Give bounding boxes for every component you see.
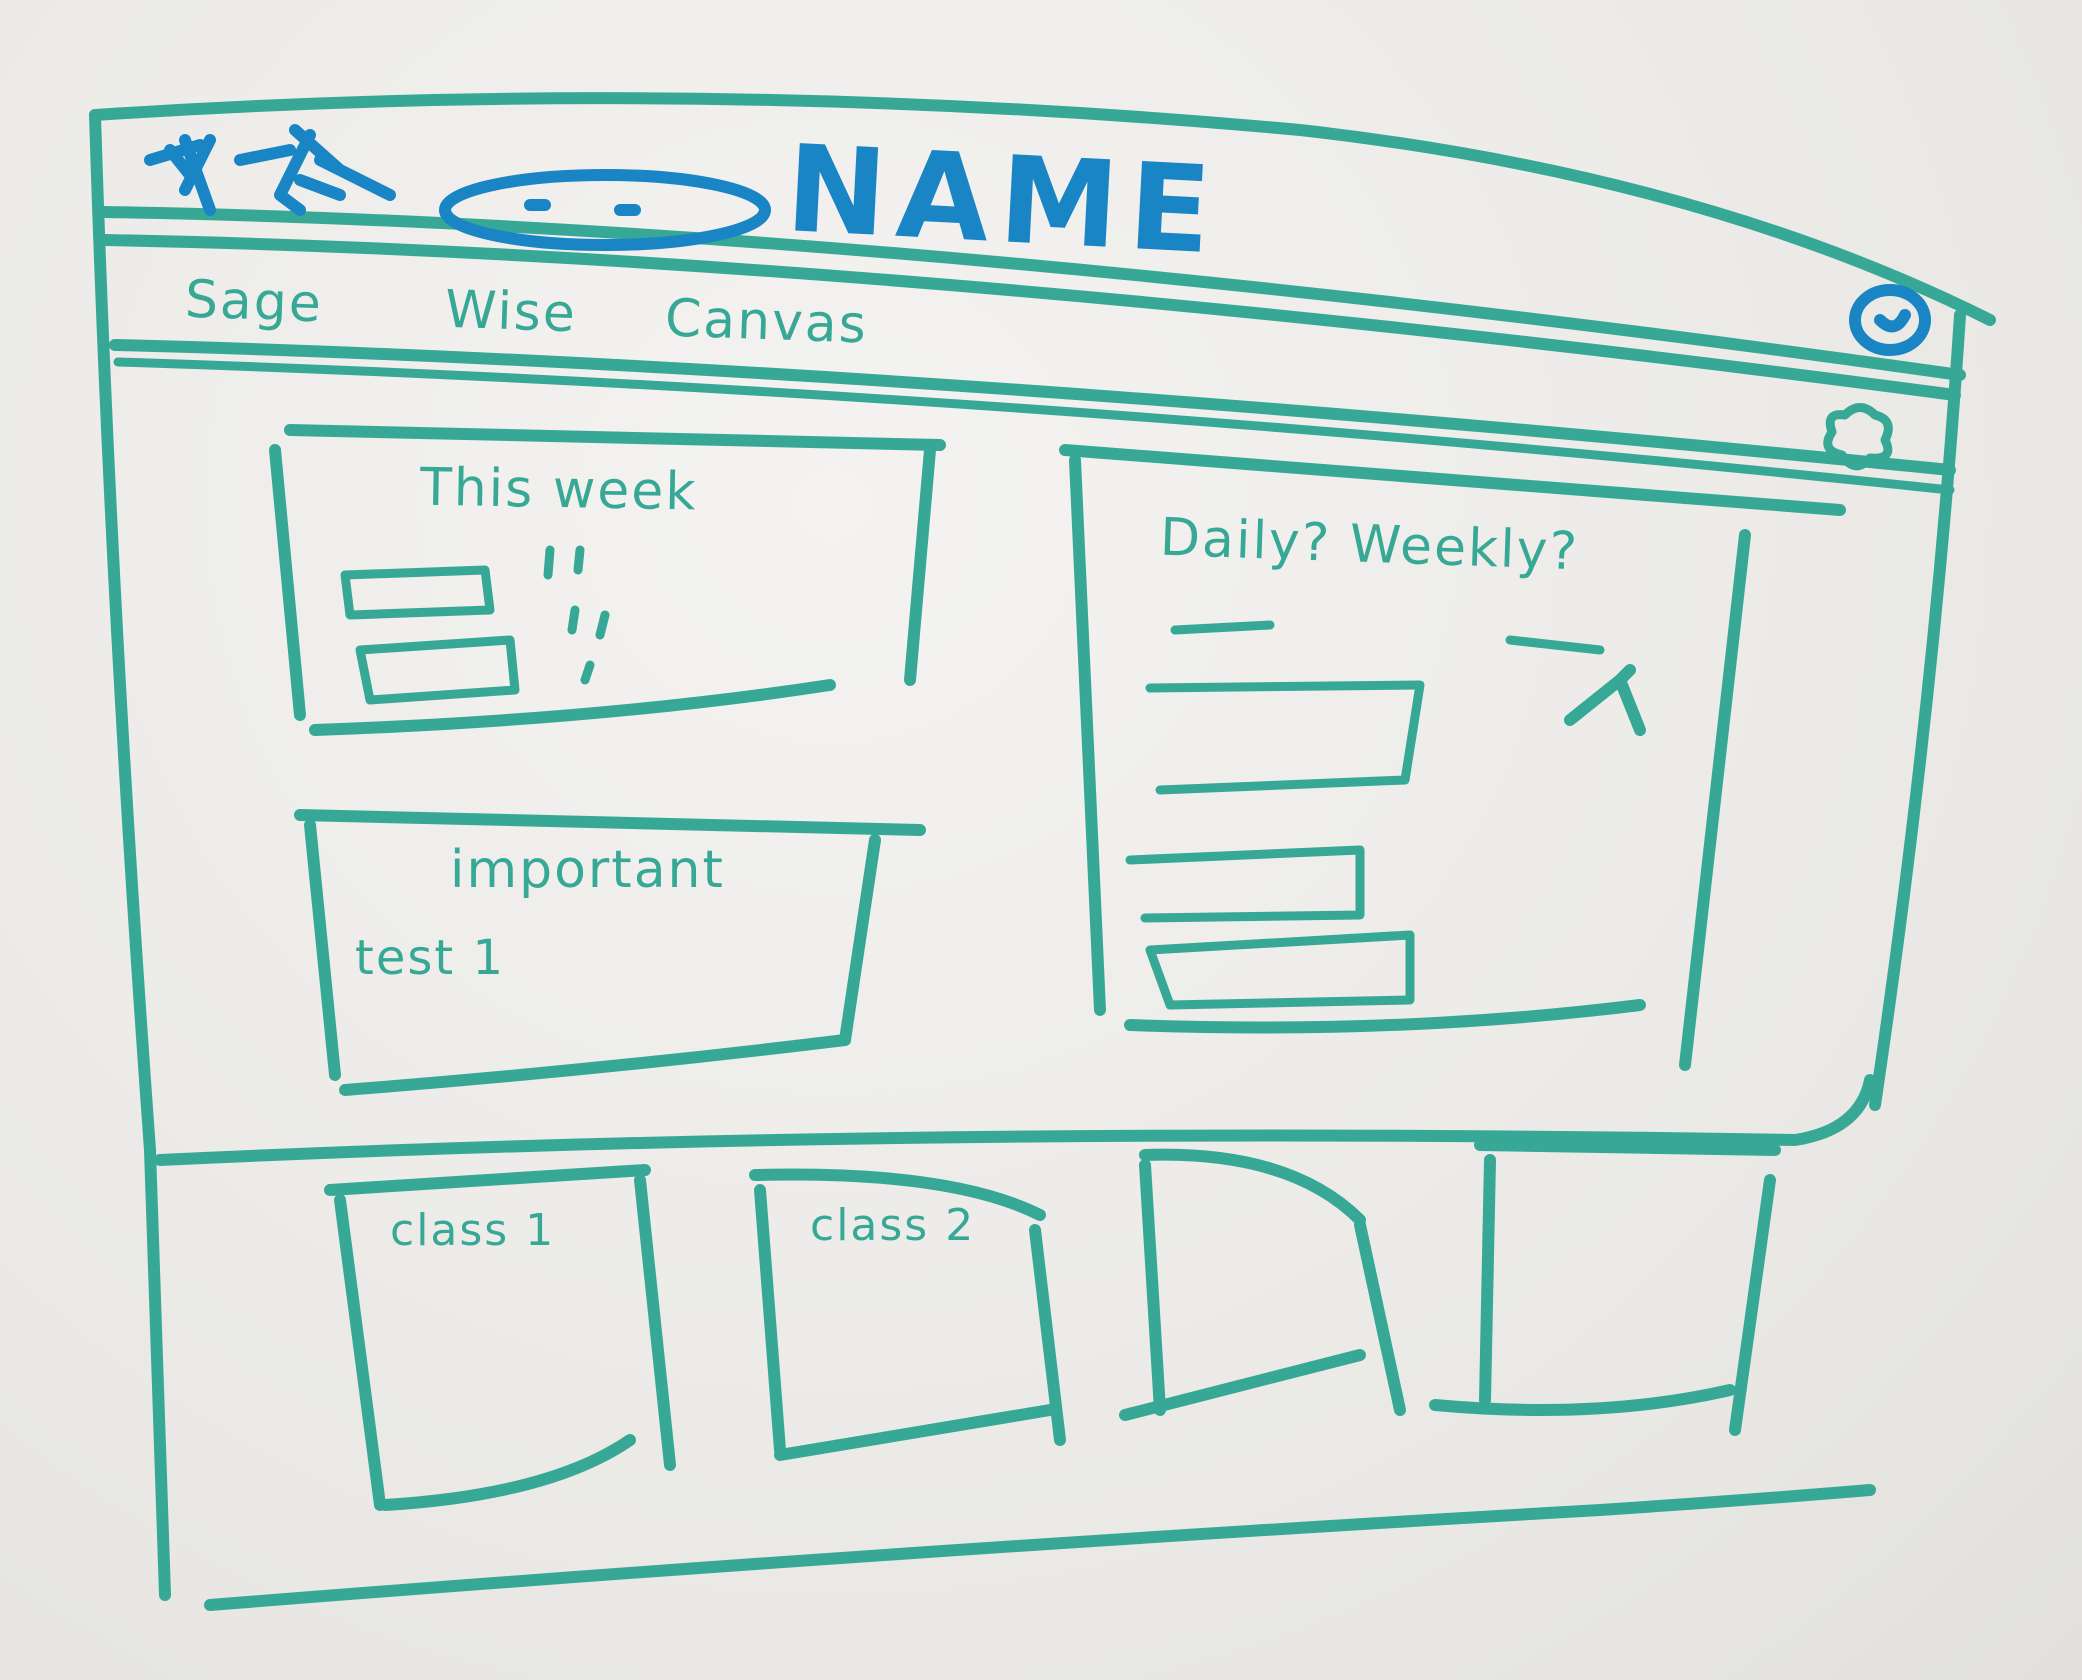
class-card-1-label: class 1 <box>390 1205 556 1256</box>
classes-section-divider <box>154 1074 1876 1166</box>
nav-divider-2 <box>113 357 1955 495</box>
app-frame-bottom <box>204 1484 1876 1611</box>
app-frame-left <box>89 109 171 1601</box>
class-card-1[interactable] <box>340 1180 660 1500</box>
tree-logo-button[interactable] <box>140 120 400 230</box>
class-card-2-label: class 2 <box>810 1200 976 1251</box>
this-week-card-outline <box>269 424 946 736</box>
class-card-2-outline <box>749 1168 1066 1461</box>
daily-weekly-card-outline <box>1059 444 1846 1071</box>
header-divider <box>99 206 1966 381</box>
class-card-3-outline <box>1119 1148 1406 1421</box>
nav-item-sage[interactable]: Sage <box>183 269 324 335</box>
class-card-4-outline <box>1429 1139 1781 1436</box>
daily-weekly-card[interactable] <box>1080 460 1740 1040</box>
app-title: NAME <box>782 120 1225 282</box>
class-card-3[interactable] <box>1145 1160 1385 1410</box>
important-card[interactable] <box>310 820 870 1080</box>
profile-icon <box>1849 284 1931 356</box>
this-week-card[interactable] <box>280 440 930 730</box>
important-card-outline <box>294 809 926 1096</box>
class-card-4[interactable] <box>1485 1150 1770 1420</box>
important-title: important <box>450 840 725 900</box>
tree-logo-icon <box>144 124 396 216</box>
gear-icon <box>1823 403 1893 471</box>
daily-weekly-toggle[interactable] <box>1560 660 1650 740</box>
app-frame-right <box>1869 309 1966 1111</box>
nav-divider <box>109 339 1956 476</box>
class-card-2[interactable] <box>760 1180 1050 1450</box>
settings-button[interactable] <box>1820 400 1900 475</box>
toggle-icon <box>1564 664 1646 736</box>
profile-button[interactable] <box>1850 285 1930 355</box>
app-frame-top <box>89 92 1996 326</box>
search-bar[interactable] <box>440 170 770 250</box>
nav-item-wise[interactable]: Wise <box>443 279 578 345</box>
header-divider-2 <box>99 234 1961 401</box>
nav-item-canvas[interactable]: Canvas <box>664 288 869 356</box>
important-list-item[interactable]: test 1 <box>355 930 505 986</box>
search-bar-icon <box>439 169 771 251</box>
class-card-1-outline <box>324 1164 676 1511</box>
